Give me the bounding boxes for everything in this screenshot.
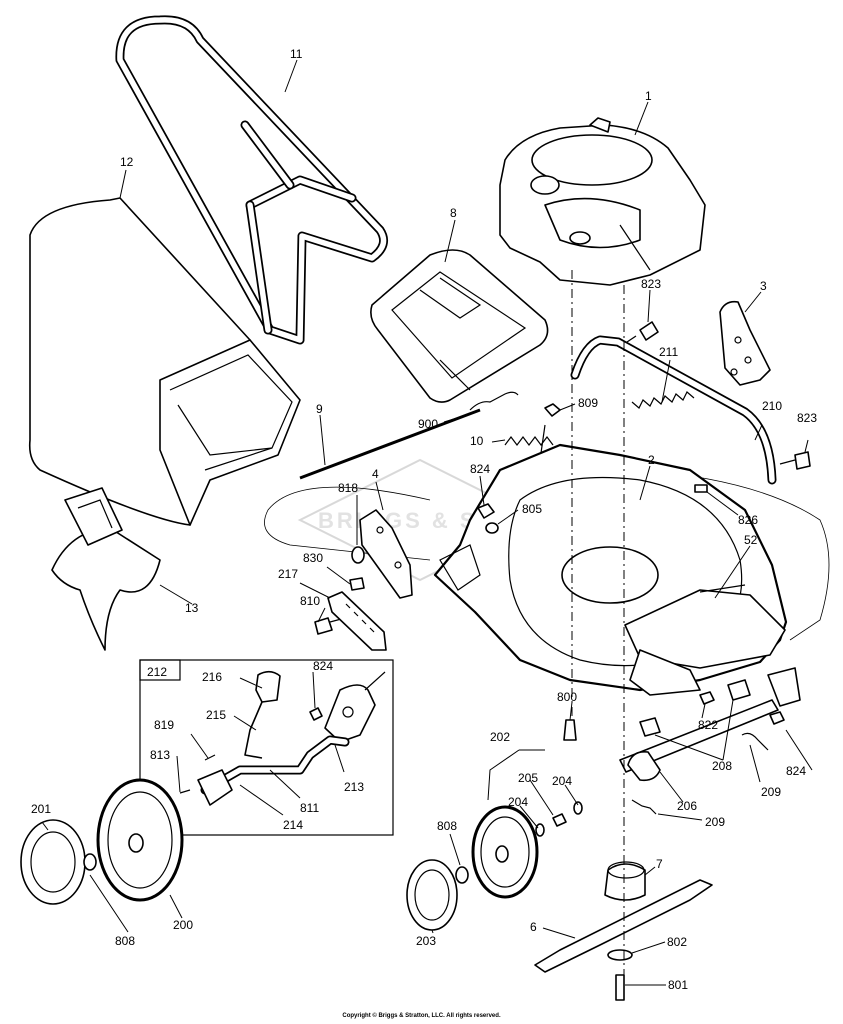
part-204-washers[interactable] — [535, 801, 583, 837]
part-205-spacer[interactable] — [552, 813, 567, 827]
callout-201: 201 — [31, 802, 51, 816]
callout-217: 217 — [278, 567, 298, 581]
part-830-screw[interactable] — [349, 577, 365, 591]
callout-801: 801 — [668, 978, 688, 992]
part-808-nut-left[interactable] — [83, 853, 97, 871]
part-210-lower-handle[interactable] — [570, 335, 777, 485]
callout-8: 8 — [450, 206, 457, 220]
part-206-rear-axle[interactable] — [619, 667, 801, 782]
part-11-upper-handle[interactable] — [115, 15, 389, 345]
callout-202: 202 — [490, 730, 510, 744]
callout-labels: 1 11 12 8 9 3 823 211 210 823 2 826 52 8… — [31, 47, 817, 992]
part-208-gears[interactable] — [639, 679, 751, 737]
inset-212-front-axle-assembly — [139, 659, 394, 836]
leader-lines — [41, 59, 813, 986]
callout-823-upper: 823 — [641, 277, 661, 291]
callout-216: 216 — [202, 670, 222, 684]
callout-210: 210 — [762, 399, 782, 413]
part-809-nut[interactable] — [544, 403, 561, 417]
callout-214: 214 — [283, 818, 303, 832]
callout-824-rear: 824 — [786, 764, 806, 778]
callout-800: 800 — [557, 690, 577, 704]
callout-822: 822 — [698, 718, 718, 732]
callout-205: 205 — [518, 771, 538, 785]
callout-11: 11 — [290, 47, 303, 61]
callout-9: 9 — [316, 402, 323, 416]
callout-212: 212 — [147, 665, 167, 679]
callout-13: 13 — [185, 601, 199, 615]
callout-808-right: 808 — [437, 819, 457, 833]
callout-830: 830 — [303, 551, 323, 565]
part-802-washer[interactable] — [607, 949, 633, 961]
callout-824-inset: 824 — [313, 659, 333, 673]
callout-823-right: 823 — [797, 411, 817, 425]
callout-808-left: 808 — [115, 934, 135, 948]
callout-819: 819 — [154, 718, 174, 732]
callout-6: 6 — [530, 920, 537, 934]
part-823-bolt-upper[interactable] — [623, 321, 659, 345]
callout-206: 206 — [677, 799, 697, 813]
part-808-nut-right[interactable] — [455, 866, 469, 884]
part-805-nut[interactable] — [485, 522, 499, 534]
callout-811: 811 — [300, 801, 319, 815]
callout-52: 52 — [744, 533, 758, 547]
callout-200: 200 — [173, 918, 193, 932]
part-203-hubcap-right[interactable] — [406, 859, 458, 931]
part-9-rod[interactable] — [299, 408, 481, 480]
copyright-notice: Copyright © Briggs & Stratton, LLC. All … — [342, 1013, 501, 1019]
callout-826: 826 — [738, 513, 758, 527]
part-211-spring[interactable] — [631, 391, 695, 409]
part-201-hubcap-left[interactable] — [20, 819, 86, 905]
part-801-blade-bolt[interactable] — [615, 974, 625, 1001]
part-2-mower-deck[interactable] — [264, 443, 830, 696]
part-800-bolt[interactable] — [563, 719, 577, 741]
callout-810: 810 — [300, 594, 320, 608]
part-824-nut-rear[interactable] — [769, 711, 785, 725]
callout-3: 3 — [760, 279, 767, 293]
callout-809: 809 — [578, 396, 598, 410]
part-217-adjuster-plate[interactable] — [327, 591, 387, 651]
part-826-bolt[interactable] — [694, 484, 708, 493]
part-4-height-bracket[interactable] — [359, 509, 413, 599]
callout-7: 7 — [656, 857, 663, 871]
part-13-mulch-plug[interactable] — [51, 487, 161, 651]
callout-2: 2 — [648, 453, 655, 467]
callout-213: 213 — [344, 780, 364, 794]
callout-4: 4 — [372, 467, 379, 481]
callout-209-lower: 209 — [705, 815, 725, 829]
part-8-rear-door[interactable] — [370, 249, 549, 403]
part-202-wheel-right[interactable] — [471, 805, 539, 899]
part-200-wheel-left[interactable] — [96, 778, 184, 902]
callout-204-right: 204 — [552, 774, 572, 788]
callout-818: 818 — [338, 481, 358, 495]
part-52-chute-cover[interactable] — [699, 584, 746, 593]
part-7-adapter[interactable] — [604, 861, 646, 901]
callout-203: 203 — [416, 934, 436, 948]
callout-208: 208 — [712, 759, 732, 773]
callout-900: 900 — [418, 417, 438, 431]
callout-209-upper: 209 — [761, 785, 781, 799]
part-3-bracket[interactable] — [719, 300, 771, 386]
callout-204-left: 204 — [508, 795, 528, 809]
callout-805: 805 — [522, 502, 542, 516]
part-12-grass-bag[interactable] — [28, 197, 301, 526]
callout-824-deck: 824 — [470, 462, 490, 476]
callout-802: 802 — [667, 935, 687, 949]
part-1-engine[interactable] — [499, 117, 706, 286]
part-823-bolt-right[interactable] — [779, 451, 811, 470]
callout-12: 12 — [120, 155, 134, 169]
part-824-nut-deck[interactable] — [477, 503, 495, 519]
callout-211: 211 — [659, 345, 678, 359]
callout-215: 215 — [206, 708, 226, 722]
part-900-spring[interactable] — [469, 391, 519, 411]
assembly-axis — [571, 270, 625, 1000]
part-209-springs[interactable] — [631, 732, 769, 815]
part-822-nut[interactable] — [699, 691, 715, 705]
callout-10: 10 — [470, 434, 484, 448]
callout-813: 813 — [150, 748, 170, 762]
callout-1: 1 — [645, 89, 652, 103]
part-818-washer[interactable] — [351, 546, 365, 564]
